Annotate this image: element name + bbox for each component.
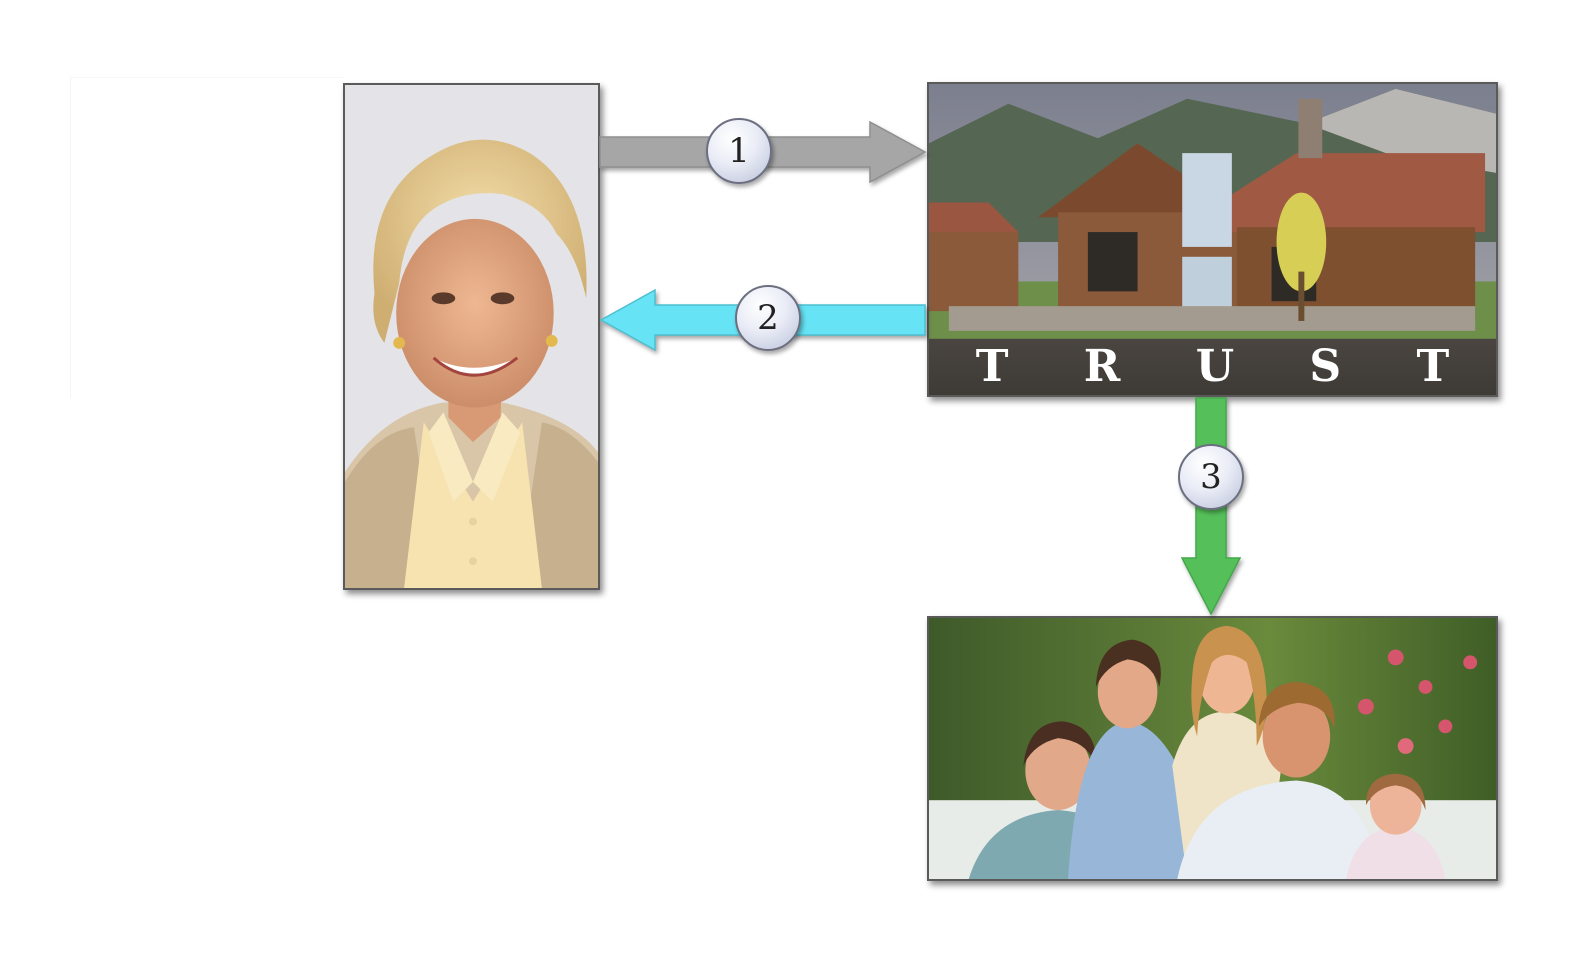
step-1-badge: 1 <box>706 118 772 184</box>
family-illustration <box>929 618 1496 879</box>
trust-label: T R U S T <box>929 339 1496 395</box>
blank-placeholder-area <box>70 77 343 398</box>
house-photo: T R U S T <box>927 82 1498 397</box>
step-3-badge: 3 <box>1178 444 1244 510</box>
grandmother-illustration <box>345 85 598 588</box>
grandmother-photo <box>343 83 600 590</box>
step-2-badge: 2 <box>735 285 801 351</box>
family-photo <box>927 616 1498 881</box>
